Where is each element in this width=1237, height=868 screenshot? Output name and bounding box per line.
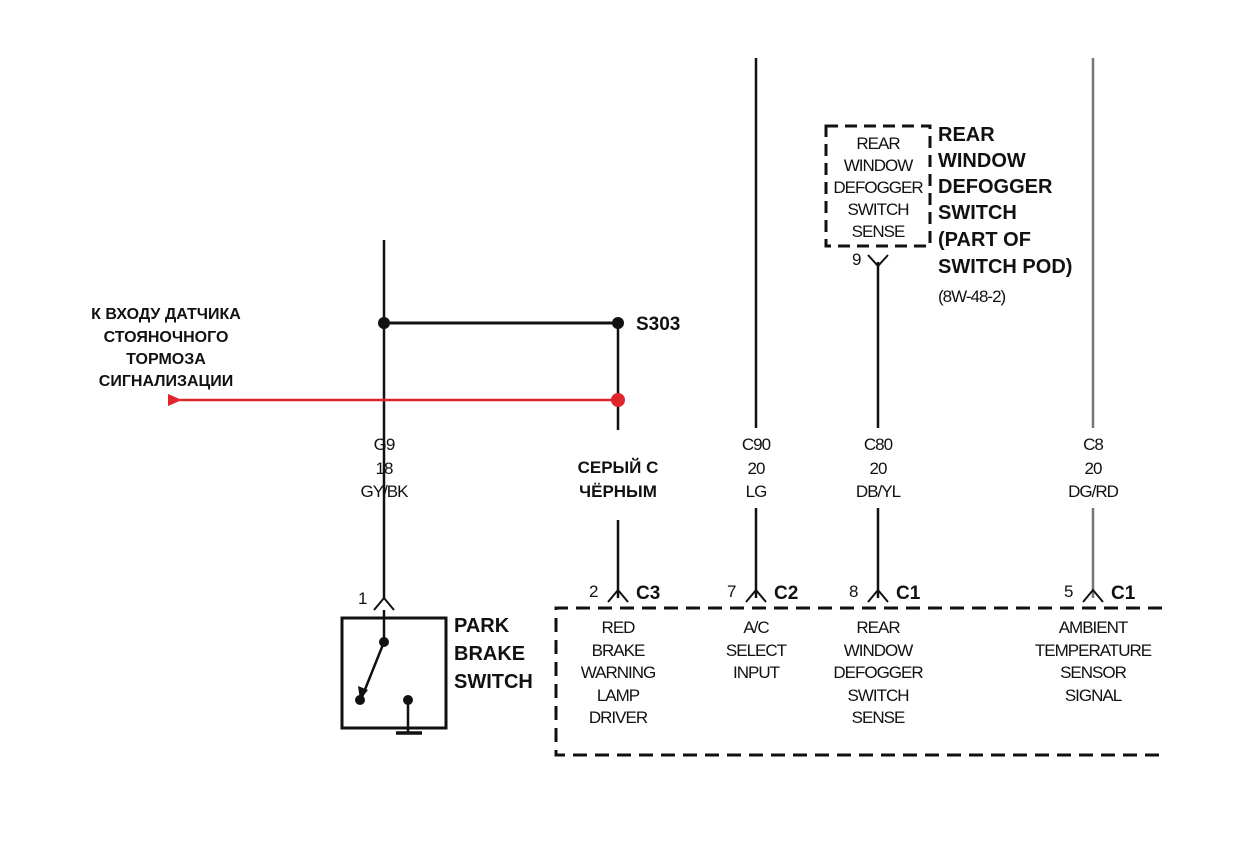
wire-color: DG/RD bbox=[1068, 482, 1119, 501]
connector-id: C2 bbox=[774, 583, 798, 604]
wire-label-g9: G9 18 GY/BK bbox=[361, 435, 411, 501]
module-pin-c1-ambient: 5 C1 AMBIENT TEMPERATURE SENSOR SIGNAL bbox=[1035, 582, 1153, 705]
module-dashed-outline bbox=[554, 606, 1162, 757]
wire-gauge: 18 bbox=[376, 459, 393, 478]
defogger-box-line: SENSE bbox=[852, 222, 905, 241]
defogger-box-line: SWITCH bbox=[847, 200, 908, 219]
defogger-box-line: WINDOW bbox=[844, 156, 914, 175]
wire-label-ru: СЕРЫЙ С ЧЁРНЫМ bbox=[578, 458, 659, 501]
park-brake-title: PARK BRAKE SWITCH bbox=[454, 615, 533, 693]
wire-color-ru: ЧЁРНЫМ bbox=[579, 482, 657, 501]
wire-label-c90: C90 20 LG bbox=[742, 435, 772, 501]
module-pin-c3: 2 C3 RED BRAKE WARNING LAMP DRIVER bbox=[581, 582, 661, 727]
wire-gauge: 20 bbox=[748, 459, 765, 478]
pin-desc: DEFOGGER bbox=[833, 663, 923, 682]
defogger-title-line: REAR bbox=[938, 124, 995, 146]
park-brake-switch-box bbox=[340, 616, 448, 730]
connector-id: C1 bbox=[896, 583, 921, 604]
wire-circuit: C80 bbox=[864, 435, 893, 454]
defogger-title-line: (PART OF bbox=[938, 229, 1031, 251]
connector-chevron-c1b bbox=[1082, 588, 1104, 603]
defogger-ref: (8W-48-2) bbox=[938, 287, 1006, 306]
ru-note: К ВХОДУ ДАТЧИКА СТОЯНОЧНОГО ТОРМОЗА СИГН… bbox=[91, 306, 241, 390]
module-pin-c1-defogger: 8 C1 REAR WINDOW DEFOGGER SWITCH SENSE bbox=[833, 582, 924, 727]
wire-circuit: C8 bbox=[1083, 435, 1103, 454]
wire-circuit: G9 bbox=[374, 435, 395, 454]
connector-chevron-c2 bbox=[745, 588, 767, 603]
pin-desc: A/C bbox=[743, 618, 769, 637]
switch-blade bbox=[360, 641, 386, 698]
ru-note-line: К ВХОДУ ДАТЧИКА bbox=[91, 306, 241, 323]
defogger-title-line: SWITCH POD) bbox=[938, 256, 1072, 278]
wire-color: LG bbox=[746, 482, 767, 501]
defogger-title-line: WINDOW bbox=[938, 150, 1026, 172]
defogger-box-text: REAR WINDOW DEFOGGER SWITCH SENSE bbox=[833, 134, 924, 241]
park-brake-title-line: BRAKE bbox=[454, 643, 525, 665]
pin-desc: DRIVER bbox=[589, 708, 648, 727]
connector-id: C3 bbox=[636, 583, 660, 604]
pin-desc: AMBIENT bbox=[1059, 618, 1128, 637]
pin-desc: SENSOR bbox=[1060, 663, 1127, 682]
pin-desc: LAMP bbox=[597, 686, 640, 705]
connector-id: C1 bbox=[1111, 583, 1136, 604]
pin-desc: SIGNAL bbox=[1065, 686, 1122, 705]
switch-contact-left bbox=[355, 695, 365, 705]
defogger-pin: 9 bbox=[852, 250, 861, 269]
wire-label-c8: C8 20 DG/RD bbox=[1068, 435, 1120, 501]
pin-desc: TEMPERATURE bbox=[1035, 641, 1152, 660]
pin-desc: INPUT bbox=[733, 663, 780, 682]
park-brake-title-line: SWITCH bbox=[454, 671, 533, 693]
pin-desc: WINDOW bbox=[844, 641, 914, 660]
defogger-box-line: REAR bbox=[856, 134, 900, 153]
park-brake-title-line: PARK bbox=[454, 615, 510, 637]
defogger-box-line: DEFOGGER bbox=[833, 178, 923, 197]
connector-chevron-c1a bbox=[867, 588, 889, 603]
wire-color: GY/BK bbox=[361, 482, 410, 501]
connector-chevron-c3 bbox=[607, 588, 629, 603]
ru-note-line: СИГНАЛИЗАЦИИ bbox=[99, 373, 233, 390]
wire-color: DB/YL bbox=[856, 482, 901, 501]
splice-label: S303 bbox=[636, 314, 680, 335]
pin-desc: REAR bbox=[856, 618, 900, 637]
pin-desc: SELECT bbox=[726, 641, 787, 660]
module-pin-c2: 7 C2 A/C SELECT INPUT bbox=[726, 582, 798, 682]
pin-desc: RED bbox=[602, 618, 636, 637]
defogger-switch-box bbox=[824, 124, 932, 248]
pin-desc: BRAKE bbox=[592, 641, 645, 660]
pin-desc: SENSE bbox=[852, 708, 905, 727]
wire-label-c80: C80 20 DB/YL bbox=[856, 435, 902, 501]
red-tap-node bbox=[611, 393, 625, 407]
pin-number: 5 bbox=[1064, 582, 1073, 601]
defogger-title: REAR WINDOW DEFOGGER SWITCH (PART OF SWI… bbox=[938, 124, 1072, 306]
connector-chevron-pin9 bbox=[867, 254, 889, 268]
wire-color-ru: СЕРЫЙ С bbox=[578, 458, 659, 477]
pin-number: 8 bbox=[849, 582, 858, 601]
wire-circuit: C90 bbox=[742, 435, 771, 454]
ru-note-line: ТОРМОЗА bbox=[126, 351, 206, 368]
ru-note-line: СТОЯНОЧНОГО bbox=[104, 329, 229, 346]
pin-number: 2 bbox=[589, 582, 598, 601]
park-brake-pin: 1 bbox=[358, 589, 367, 608]
defogger-title-line: DEFOGGER bbox=[938, 176, 1053, 198]
wire-gauge: 20 bbox=[1085, 459, 1102, 478]
pin-desc: SWITCH bbox=[847, 686, 908, 705]
pin-number: 7 bbox=[727, 582, 736, 601]
connector-chevron-pin1 bbox=[373, 596, 395, 611]
pin-desc: WARNING bbox=[581, 663, 656, 682]
splice-node-left bbox=[378, 317, 390, 329]
wire-gauge: 20 bbox=[870, 459, 887, 478]
defogger-title-line: SWITCH bbox=[938, 202, 1017, 224]
